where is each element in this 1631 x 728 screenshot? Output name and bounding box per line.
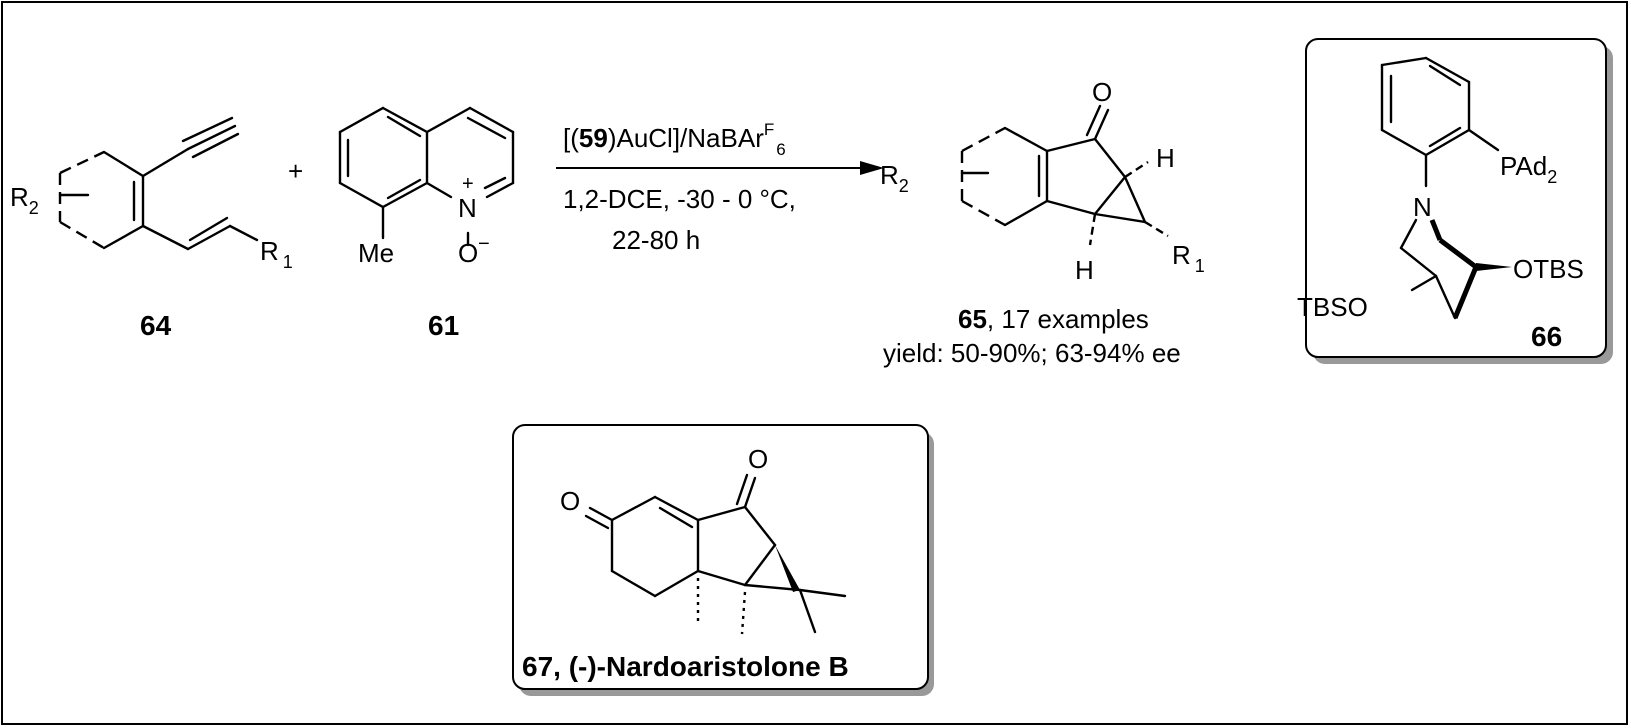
product-yield: yield: 50-90%; 63-94% ee — [883, 338, 1181, 368]
h-atom-top: H — [1156, 143, 1175, 173]
reaction-arrow — [556, 161, 884, 175]
product-examples: 65, 17 examples — [958, 304, 1149, 334]
reactant-61-structure — [338, 106, 515, 247]
conditions-above: [(59)AuCl]/NaBArF6 — [563, 120, 786, 159]
conditions-below-line-1: 1,2-DCE, -30 - 0 °C, — [563, 184, 796, 214]
r2-label: R2 — [10, 182, 39, 218]
compound-label-64: 64 — [140, 310, 172, 341]
o-minus-atom: O — [458, 238, 478, 268]
product-65-structure — [960, 104, 1169, 246]
minus-charge: − — [478, 233, 490, 255]
product-r2-label: R2 — [880, 160, 909, 196]
otbs-group: OTBS — [1513, 254, 1584, 284]
n-plus-atom: N — [458, 193, 477, 223]
ketone-o-atom: O — [1092, 77, 1112, 107]
ligand-66-box — [1305, 38, 1613, 364]
compound-label-66: 66 — [1531, 321, 1562, 352]
compound-label-61: 61 — [428, 310, 459, 341]
ligand-n-atom: N — [1413, 192, 1432, 222]
conditions-below-line-2: 22-80 h — [612, 225, 700, 255]
reactant-64-structure — [58, 116, 259, 251]
tbso-group: TBSO — [1297, 292, 1368, 322]
ketone-o-atom-67: O — [748, 444, 768, 474]
me-label: Me — [358, 238, 394, 268]
natural-product-67-box — [512, 424, 934, 696]
enone-o-atom: O — [560, 486, 580, 516]
plus-sign: + — [288, 156, 303, 186]
compound-label-67: 67, (-)-Nardoaristolone B — [522, 651, 849, 682]
plus-charge: + — [462, 173, 474, 195]
h-atom-bottom: H — [1075, 255, 1094, 285]
